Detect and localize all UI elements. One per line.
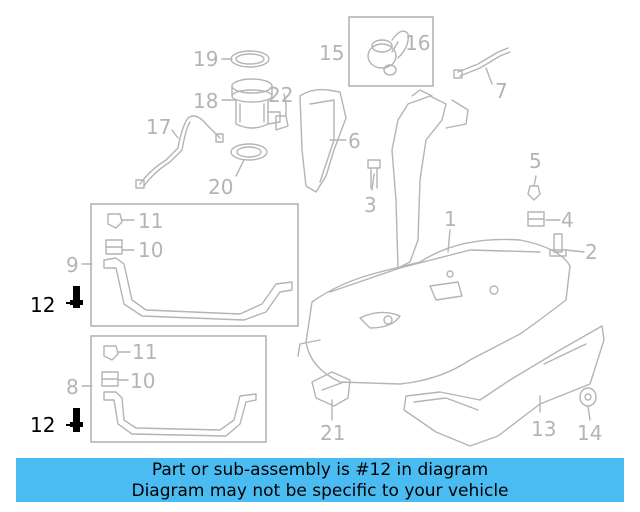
box-8 bbox=[90, 335, 267, 443]
callout-1: 1 bbox=[444, 207, 457, 231]
callout-12-upper: 12 bbox=[30, 293, 55, 317]
part-10-grommet-upper bbox=[105, 239, 123, 255]
part-4-grommet bbox=[527, 211, 545, 227]
part-10-grommet-lower bbox=[101, 371, 119, 387]
part-9-tank-strap bbox=[103, 257, 293, 321]
callout-16: 16 bbox=[405, 31, 430, 55]
callout-5: 5 bbox=[529, 149, 542, 173]
part-5-clip bbox=[527, 185, 541, 201]
leader-lines bbox=[81, 41, 591, 421]
part-14-nut bbox=[579, 387, 597, 407]
callout-22: 22 bbox=[268, 83, 293, 107]
callout-10-upper: 10 bbox=[138, 238, 163, 262]
callout-9: 9 bbox=[66, 253, 79, 277]
part-2-bolt bbox=[549, 233, 567, 257]
callout-11-lower: 11 bbox=[132, 340, 157, 364]
callout-8: 8 bbox=[66, 375, 79, 399]
callout-7: 7 bbox=[495, 79, 508, 103]
part-7-vent-tube bbox=[453, 47, 511, 79]
box-15 bbox=[348, 16, 434, 87]
part-19-seal-ring bbox=[230, 50, 270, 68]
callout-21: 21 bbox=[320, 421, 345, 445]
part-11-clip-upper bbox=[107, 213, 123, 229]
banner-line-1: Part or sub-assembly is #12 in diagram bbox=[151, 460, 489, 480]
part-12-bolt-upper bbox=[66, 286, 83, 308]
part-1-fuel-tank bbox=[297, 89, 571, 385]
info-banner: Part or sub-assembly is #12 in diagram D… bbox=[16, 458, 624, 502]
callout-14: 14 bbox=[577, 421, 602, 445]
part-17-hose bbox=[135, 115, 224, 189]
callout-2: 2 bbox=[585, 240, 598, 264]
banner-line-2: Diagram may not be specific to your vehi… bbox=[131, 481, 509, 501]
part-8-tank-strap bbox=[103, 391, 257, 437]
part-22-bracket bbox=[275, 103, 289, 131]
callout-17: 17 bbox=[146, 115, 171, 139]
box-9 bbox=[90, 203, 299, 327]
part-11-clip-lower bbox=[103, 345, 119, 361]
part-12-bolt-lower bbox=[66, 408, 83, 432]
callout-12-lower: 12 bbox=[30, 413, 55, 437]
part-21-bracket bbox=[311, 371, 351, 407]
callout-6: 6 bbox=[348, 129, 361, 153]
callout-15: 15 bbox=[319, 41, 344, 65]
callout-10-lower: 10 bbox=[130, 369, 155, 393]
part-6-shield bbox=[299, 88, 347, 193]
part-16-fuel-cap bbox=[367, 30, 409, 76]
callout-18: 18 bbox=[193, 89, 218, 113]
callout-20: 20 bbox=[208, 175, 233, 199]
callout-3: 3 bbox=[364, 193, 377, 217]
callout-13: 13 bbox=[531, 417, 556, 441]
part-13-heat-shield bbox=[403, 325, 605, 447]
part-3-bolt bbox=[367, 159, 381, 189]
callout-4: 4 bbox=[561, 208, 574, 232]
part-18-fuel-pump bbox=[231, 78, 281, 129]
part-20-lock-ring bbox=[230, 143, 268, 161]
callout-19: 19 bbox=[193, 47, 218, 71]
callout-11-upper: 11 bbox=[138, 209, 163, 233]
